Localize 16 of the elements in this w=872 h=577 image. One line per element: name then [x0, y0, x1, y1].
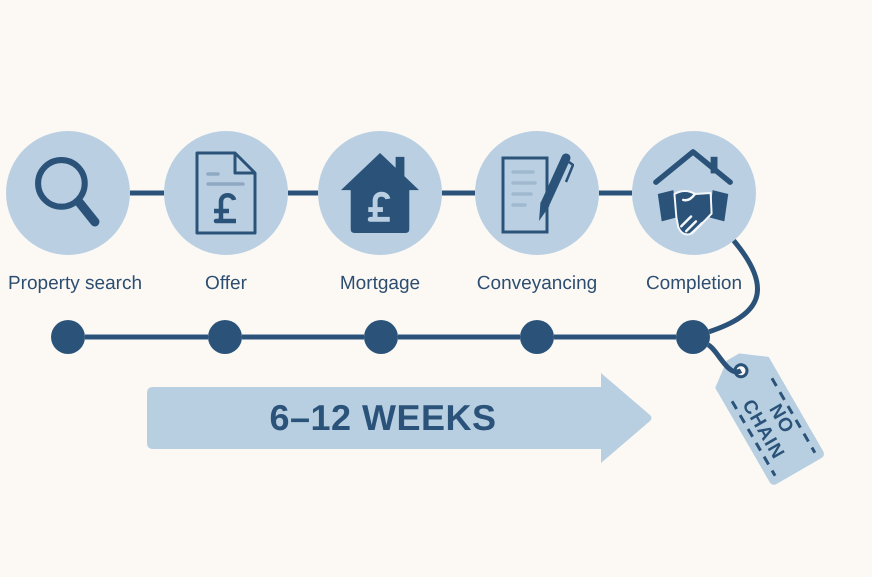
step-label: Conveyancing [476, 272, 598, 295]
connector-line [288, 190, 318, 196]
step-label: Completion [646, 272, 742, 295]
duration-label: 6–12 WEEKS [269, 396, 497, 438]
step-label: Property search [8, 272, 142, 295]
connector-line [708, 239, 760, 334]
connector-line [398, 334, 520, 340]
connector-line [442, 190, 475, 196]
connector-line [599, 190, 632, 196]
connector-line [242, 334, 364, 340]
step-label: Mortgage [340, 272, 420, 295]
connector-line [130, 190, 164, 196]
connector-line [554, 334, 676, 340]
step-label: Offer [205, 272, 247, 295]
connector-line [85, 334, 208, 340]
connector-line [706, 342, 742, 374]
